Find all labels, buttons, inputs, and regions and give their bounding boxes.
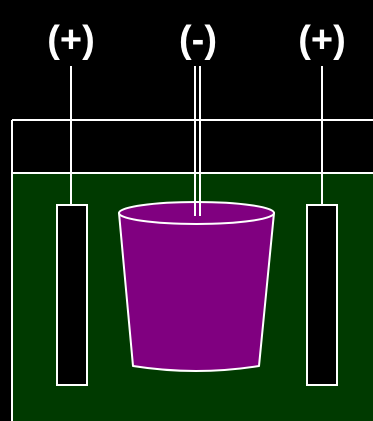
center-wire <box>194 66 201 216</box>
left-electrode-label: (+) <box>47 19 95 61</box>
cathode-cup <box>118 201 275 372</box>
left-anode-plate <box>56 204 88 386</box>
cup-body <box>118 212 275 372</box>
center-electrode-label: (-) <box>179 19 217 61</box>
cup-rim <box>118 201 275 225</box>
right-anode-plate <box>306 204 338 386</box>
right-electrode-label: (+) <box>298 19 346 61</box>
tank-outline <box>11 119 373 421</box>
